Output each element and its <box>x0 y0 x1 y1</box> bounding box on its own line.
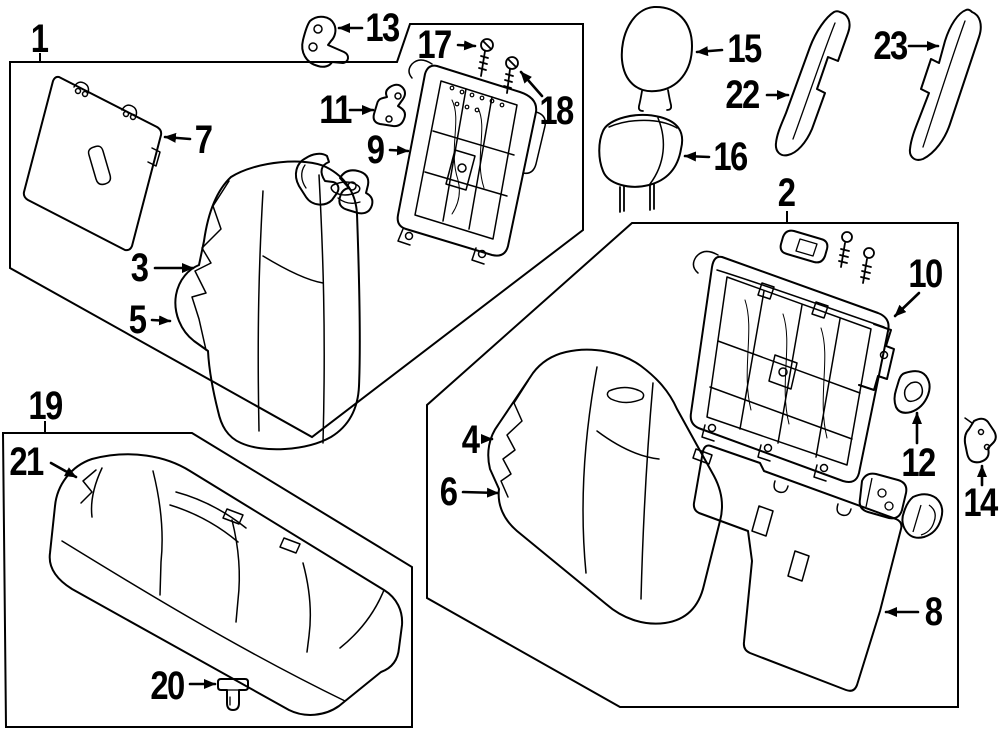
arrow-7 <box>163 132 192 143</box>
callout-8[interactable]: 8 <box>924 590 943 634</box>
callout-6[interactable]: 6 <box>439 470 458 514</box>
part-4-6-seat-back-cushion <box>487 348 723 625</box>
callout-12[interactable]: 12 <box>901 441 936 485</box>
arrow-10 <box>893 291 921 318</box>
callout-5[interactable]: 5 <box>128 298 147 342</box>
arrow-21 <box>49 461 78 479</box>
callout-4[interactable]: 4 <box>461 418 480 462</box>
part-22-side-bolster <box>774 10 851 157</box>
callout-16[interactable]: 16 <box>713 135 748 179</box>
mounting-bolt-a <box>838 231 853 268</box>
latch-hook-part <box>294 152 340 206</box>
arrow-17 <box>456 40 477 51</box>
callout-23[interactable]: 23 <box>873 24 908 68</box>
striker-knob-part <box>337 169 374 215</box>
part-18-screw <box>503 56 519 94</box>
latch-cover-rect <box>858 472 908 520</box>
part-23-side-bolster <box>908 8 982 161</box>
callout-20[interactable]: 20 <box>150 664 185 708</box>
part-9-seat-back-frame <box>396 59 547 265</box>
arrow-5 <box>150 315 172 326</box>
arrow-15 <box>695 46 724 57</box>
callout-9[interactable]: 9 <box>366 128 385 172</box>
part-8-back-board-panel <box>692 444 903 692</box>
callout-22[interactable]: 22 <box>725 73 760 117</box>
part-14-bracket <box>963 417 997 464</box>
part-13-bracket <box>301 15 349 68</box>
callout-17[interactable]: 17 <box>417 23 452 67</box>
callout-7[interactable]: 7 <box>194 118 213 162</box>
callout-3[interactable]: 3 <box>130 246 149 290</box>
part-19-21-bench-cushion <box>48 453 404 716</box>
callout-2[interactable]: 2 <box>777 171 796 215</box>
part-10-seat-back-frame <box>689 250 895 483</box>
part-17-screw <box>478 38 494 77</box>
part-7-back-board-panel <box>22 75 163 252</box>
arrow-9 <box>388 145 410 156</box>
part-15-headrest <box>620 5 693 112</box>
callout-1[interactable]: 1 <box>30 17 49 61</box>
callout-15[interactable]: 15 <box>727 27 762 71</box>
arrow-18 <box>519 70 544 98</box>
arrow-6 <box>461 487 500 498</box>
headrest-guide-grommet <box>779 229 829 264</box>
assembly-box-1-outline <box>9 23 584 439</box>
mounting-bolt-b <box>860 247 875 284</box>
latch-cover-oval <box>901 493 944 539</box>
callout-14[interactable]: 14 <box>963 481 998 525</box>
part-11-bracket <box>372 83 406 128</box>
callout-10[interactable]: 10 <box>908 252 943 296</box>
callout-13[interactable]: 13 <box>365 6 400 50</box>
part-12-bracket <box>893 370 931 414</box>
part-3-5-seat-back-cushion <box>174 160 361 451</box>
assembly-box-19-outline <box>1 432 413 728</box>
assembly-box-2-outline <box>426 222 959 708</box>
part-16-headrest <box>598 113 684 213</box>
arrow-16 <box>683 151 711 162</box>
callout-18[interactable]: 18 <box>539 89 574 133</box>
part-20-clip <box>217 678 249 711</box>
callout-19[interactable]: 19 <box>28 384 63 428</box>
callout-11[interactable]: 11 <box>319 88 352 132</box>
callout-21[interactable]: 21 <box>9 440 44 484</box>
